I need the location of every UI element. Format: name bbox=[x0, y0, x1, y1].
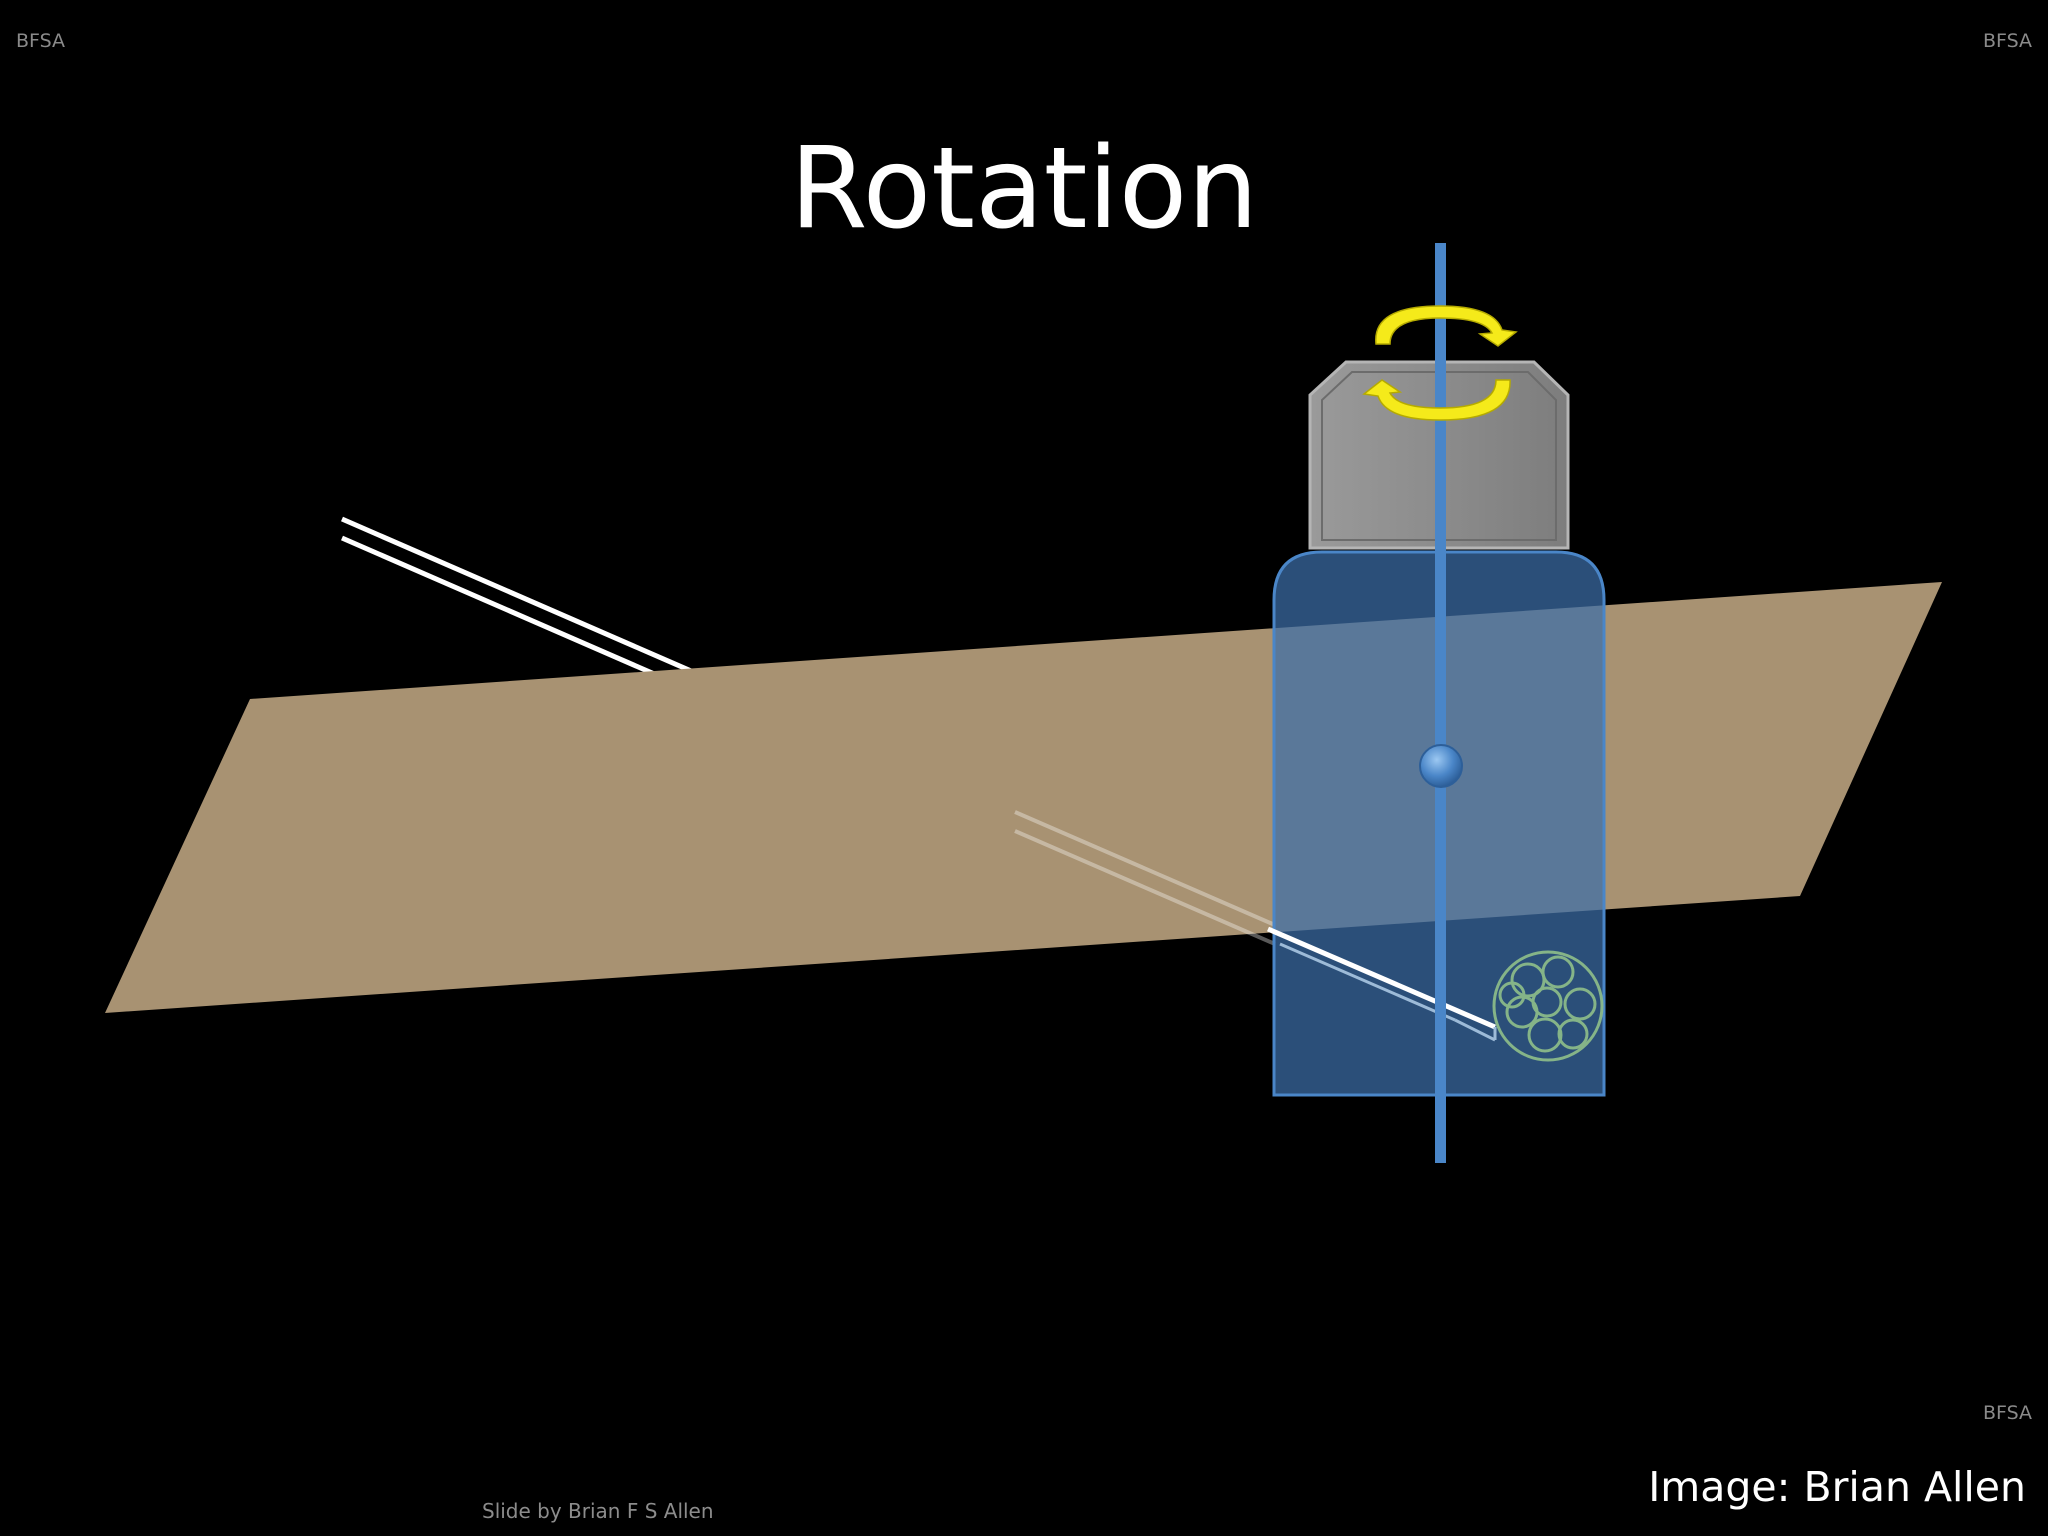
cell-cluster-icon bbox=[1492, 950, 1604, 1062]
watermark-bottom-right: BFSA bbox=[1982, 1402, 2032, 1424]
watermark-top-right: BFSA bbox=[1982, 30, 2032, 52]
rotation-arrow-icon bbox=[1362, 305, 1518, 421]
focal-plane bbox=[105, 582, 1942, 1013]
slide-title: Rotation bbox=[789, 124, 1259, 254]
rotation-axis bbox=[1435, 243, 1446, 1163]
axis-ball bbox=[1419, 744, 1463, 788]
image-credit: Image: Brian Allen bbox=[1648, 1463, 2026, 1511]
watermark-top-left: BFSA bbox=[16, 30, 66, 52]
pipette-through-plane bbox=[1014, 810, 1276, 946]
slide-footer: Slide by Brian F S Allen bbox=[482, 1499, 714, 1523]
pipette-tip bbox=[1267, 926, 1497, 1042]
